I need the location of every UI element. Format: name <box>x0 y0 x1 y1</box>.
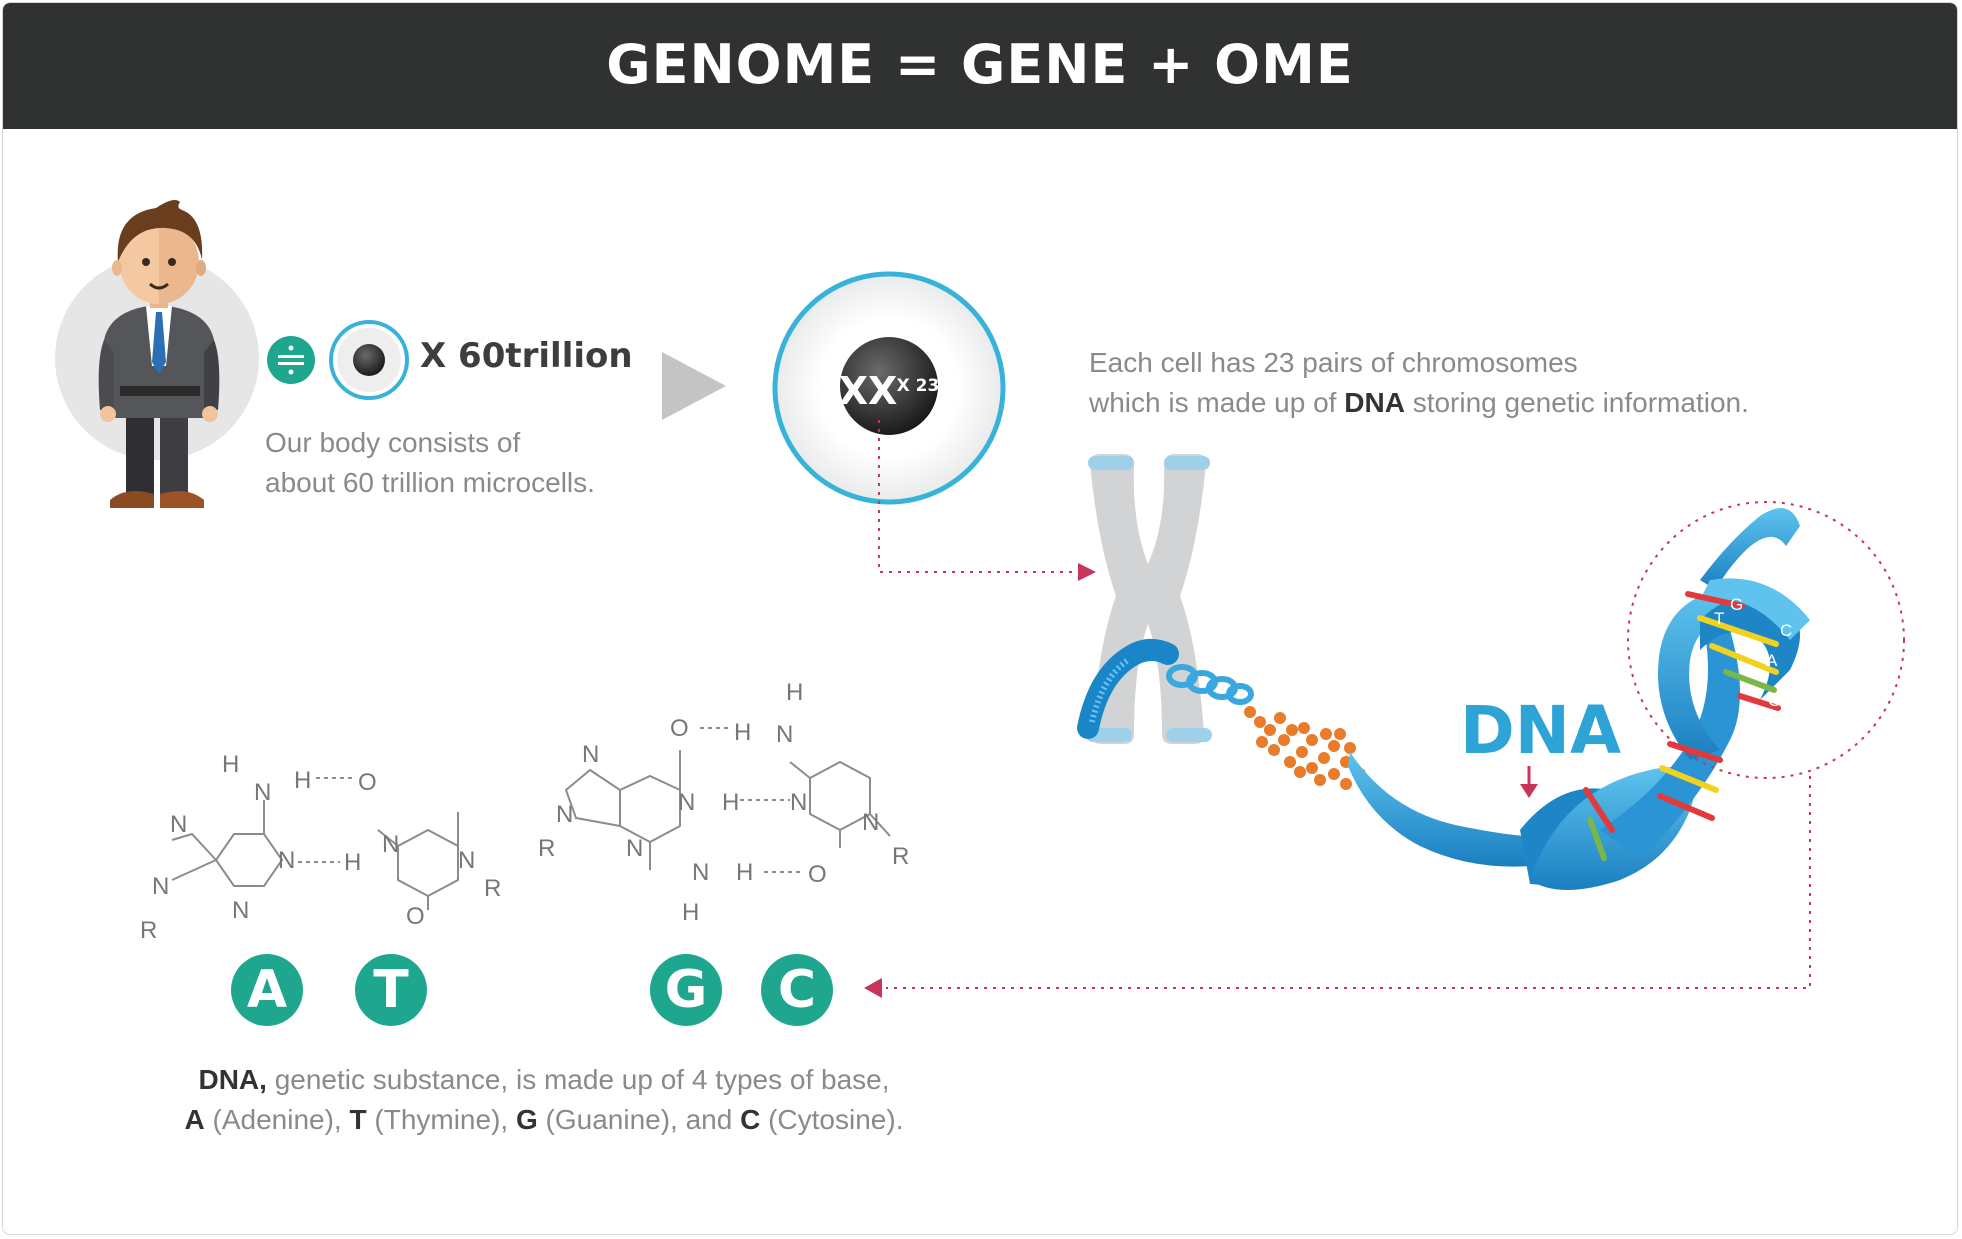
svg-text:O: O <box>358 769 377 796</box>
svg-text:N: N <box>254 779 271 806</box>
chromosome-caption-line1: Each cell has 23 pairs of chromosomes <box>1089 347 1578 378</box>
svg-text:N: N <box>458 847 475 874</box>
cell-count-label: X 60trillion <box>420 336 633 376</box>
chromosome-multiplier: X 23 <box>897 376 940 396</box>
zoom-circle <box>1627 501 1905 779</box>
svg-text:N: N <box>582 741 599 768</box>
svg-text:N: N <box>382 831 399 858</box>
svg-text:O: O <box>406 903 425 930</box>
tie <box>152 312 166 374</box>
svg-text:R: R <box>892 843 909 870</box>
svg-text:N: N <box>152 873 169 900</box>
svg-text:R: R <box>538 835 555 862</box>
bases-caption-line2: A (Adenine), T (Thymine), G (Guanine), a… <box>184 1104 904 1135</box>
next-arrow-icon <box>662 352 726 420</box>
svg-text:H: H <box>344 849 361 876</box>
helix-base-label: G <box>1730 595 1743 614</box>
svg-text:N: N <box>170 811 187 838</box>
svg-text:H: H <box>786 679 803 706</box>
hair <box>117 200 203 262</box>
helix-base-label: A <box>1766 651 1778 670</box>
helix-base-label: T <box>1714 609 1724 628</box>
svg-text:N: N <box>678 789 695 816</box>
helix-base-label: G <box>1768 691 1781 710</box>
svg-text:N: N <box>776 721 793 748</box>
helix-base-label: T <box>1792 589 1802 608</box>
base-t-badge: T <box>355 954 427 1026</box>
base-c-badge: C <box>761 954 833 1026</box>
chromosome-caption: Each cell has 23 pairs of chromosomes wh… <box>1089 343 1749 423</box>
connector-arrowhead <box>1078 563 1096 581</box>
svg-text:R: R <box>140 917 157 944</box>
bases-caption: DNA, genetic substance, is made up of 4 … <box>0 1060 1088 1140</box>
svg-text:N: N <box>692 859 709 886</box>
dna-label: DNA <box>1460 692 1622 769</box>
helix-base-label: C <box>1780 621 1792 640</box>
bases-caption-line1: DNA, genetic substance, is made up of 4 … <box>198 1064 890 1095</box>
svg-text:H: H <box>294 767 311 794</box>
person-illustration <box>55 200 259 508</box>
svg-text:N: N <box>862 809 879 836</box>
nucleus <box>840 337 938 435</box>
right-shoe <box>160 491 204 508</box>
chromosome-caption-line2: which is made up of DNA storing genetic … <box>1089 387 1749 418</box>
svg-text:O: O <box>808 861 827 888</box>
approximately-equal-icon <box>267 336 315 384</box>
svg-text:H: H <box>734 719 751 746</box>
chromosome-pair-glyph: XX <box>839 369 898 413</box>
dna-pointer-arrow <box>1520 766 1538 798</box>
page-title: GENOME = GENE + OME <box>606 33 1354 96</box>
body-caption-line2: about 60 trillion microcells. <box>265 467 595 498</box>
body-caption-line1: Our body consists of <box>265 427 521 458</box>
left-shoe <box>110 491 154 508</box>
small-cell-icon <box>329 320 409 400</box>
dna-double-helix: A T G C T A G <box>1348 508 1810 890</box>
svg-text:N: N <box>232 897 249 924</box>
nucleosome-beads <box>1244 706 1366 790</box>
base-a-badge: A <box>231 954 303 1026</box>
helix-base-label: A <box>1764 567 1776 586</box>
svg-text:N: N <box>278 847 295 874</box>
svg-text:H: H <box>736 859 753 886</box>
connector-arrowhead <box>864 978 882 998</box>
svg-text:H: H <box>722 789 739 816</box>
large-cell: XX X 23 <box>772 271 1006 505</box>
svg-text:N: N <box>790 789 807 816</box>
svg-text:H: H <box>682 899 699 926</box>
title-bar: GENOME = GENE + OME <box>3 3 1957 129</box>
body-caption: Our body consists of about 60 trillion m… <box>265 423 595 503</box>
adenine-thymine-structure <box>171 777 459 910</box>
chemistry-labels: H N H O N N H N N N N R R O H O H N N N … <box>140 679 909 944</box>
base-g-badge: G <box>650 954 722 1026</box>
connector-helix-to-bases <box>886 776 1811 989</box>
svg-text:O: O <box>670 715 689 742</box>
chromosome-illustration <box>1077 454 1254 744</box>
svg-text:N: N <box>626 835 643 862</box>
svg-text:R: R <box>484 875 501 902</box>
guanine-cytosine-structure <box>564 727 891 873</box>
svg-text:H: H <box>222 751 239 778</box>
svg-text:N: N <box>556 801 573 828</box>
